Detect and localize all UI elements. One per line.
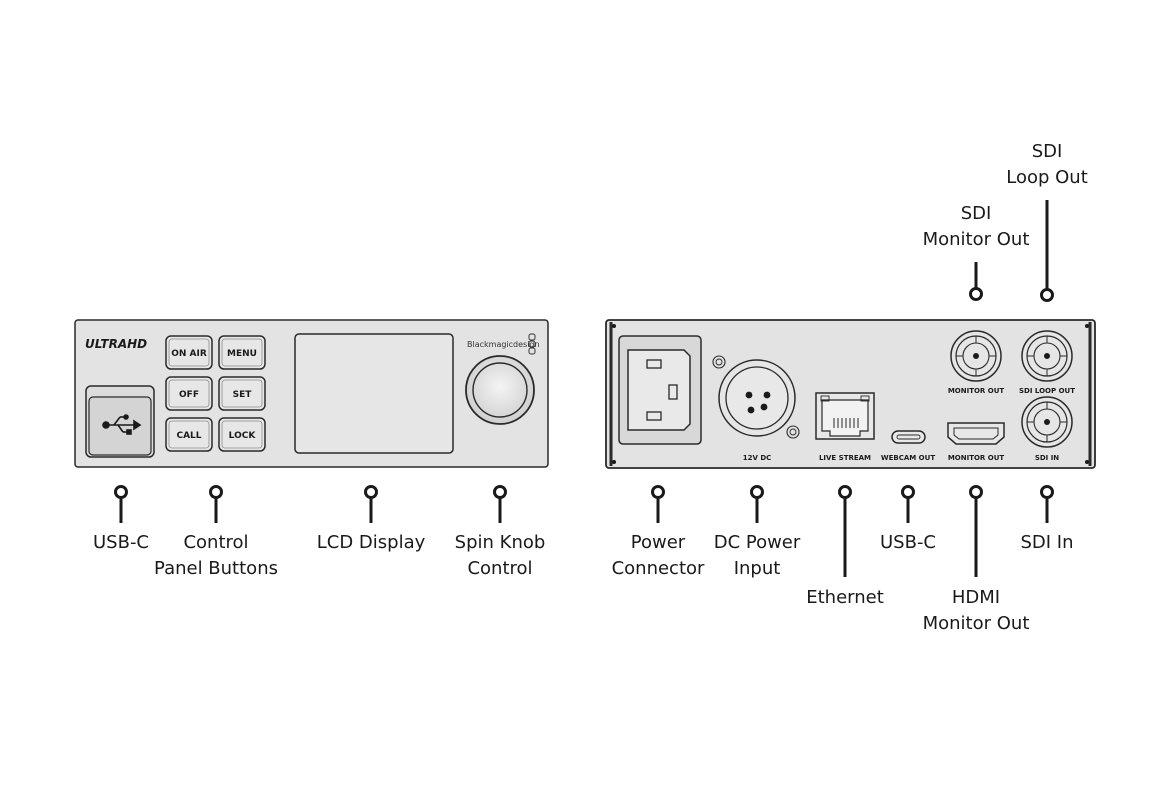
off-label: OFF xyxy=(179,390,199,400)
sdi-in-port[interactable]: SDI IN xyxy=(1021,396,1073,462)
leader-sdi-in xyxy=(1040,485,1054,523)
callout-spin-knob: Spin Knob Control xyxy=(454,532,546,579)
hdmi-monitor-out-port[interactable]: MONITOR OUT xyxy=(947,422,1005,462)
sdi-in-label: SDI IN xyxy=(1035,454,1059,462)
callout-dc-power-input: DC Power Input xyxy=(713,532,801,579)
leader-lcd-display xyxy=(364,485,378,523)
callout-hdmi-monitor-out: HDMI Monitor Out xyxy=(922,587,1030,634)
callout-usb-c-rear: USB-C xyxy=(879,532,937,553)
control-panel-buttons: ON AIR MENU OFF SET CALL xyxy=(165,335,266,452)
callout-usb-c-front: USB-C xyxy=(92,532,150,553)
leader-dc-power-input xyxy=(750,485,764,523)
rear-usb-c-port[interactable]: WEBCAM OUT xyxy=(881,430,935,462)
callout-control-panel-buttons: Control Panel Buttons xyxy=(154,532,278,579)
sdi-loop-out-port[interactable]: SDI LOOP OUT xyxy=(1019,330,1075,395)
power-connector[interactable] xyxy=(618,335,702,445)
lock-label: LOCK xyxy=(229,431,257,441)
lcd-display xyxy=(294,333,454,454)
leader-sdi-monitor-out xyxy=(969,262,983,301)
leader-spin-knob xyxy=(493,485,507,523)
brand-mark-icon xyxy=(528,333,536,355)
callout-lcd-display: LCD Display xyxy=(316,532,426,553)
off-button[interactable]: OFF xyxy=(165,376,213,411)
spin-knob[interactable] xyxy=(465,355,535,425)
call-button[interactable]: CALL xyxy=(165,417,213,452)
set-label: SET xyxy=(233,390,253,400)
callout-sdi-loop-out: SDI Loop Out xyxy=(1006,141,1088,188)
callout-sdi-monitor-out: SDI Monitor Out xyxy=(922,203,1030,250)
on-air-label: ON AIR xyxy=(171,349,207,359)
webcam-out-label: WEBCAM OUT xyxy=(881,454,935,462)
ultrahd-logo: ULTRAHD xyxy=(85,337,147,351)
set-button[interactable]: SET xyxy=(218,376,266,411)
callout-sdi-in: SDI In xyxy=(1020,532,1074,553)
menu-label: MENU xyxy=(227,349,257,359)
leader-power-connector xyxy=(651,485,665,523)
leader-sdi-loop-out xyxy=(1040,200,1054,302)
dc-power-input[interactable]: 12V DC xyxy=(712,355,800,462)
call-label: CALL xyxy=(176,431,201,441)
leader-hdmi-monitor-out xyxy=(969,485,983,577)
callout-power-connector: Power Connector xyxy=(611,532,705,579)
live-stream-label: LIVE STREAM xyxy=(819,454,871,462)
lock-button[interactable]: LOCK xyxy=(218,417,266,452)
leader-control-panel-buttons xyxy=(209,485,223,523)
usb-icon xyxy=(102,414,142,435)
sdi-monitor-out-port[interactable]: MONITOR OUT xyxy=(948,330,1005,395)
leader-usb-c-front xyxy=(114,485,128,523)
ethernet-port[interactable]: LIVE STREAM xyxy=(815,392,875,462)
callout-ethernet: Ethernet xyxy=(806,587,884,608)
front-usb-c-port[interactable] xyxy=(85,385,155,458)
rear-panel: 12V DC LIVE STREAM WEBCAM OUT xyxy=(605,319,1096,469)
leader-usb-c-rear xyxy=(901,485,915,523)
menu-button[interactable]: MENU xyxy=(218,335,266,370)
blackmagic-brand: Blackmagicdesign xyxy=(467,340,540,349)
sdi-monitor-out-label: MONITOR OUT xyxy=(948,387,1005,395)
on-air-button[interactable]: ON AIR xyxy=(165,335,213,370)
front-panel: ULTRAHD ON AIR xyxy=(74,319,549,468)
hdmi-monitor-out-label: MONITOR OUT xyxy=(948,454,1005,462)
sdi-loop-out-label: SDI LOOP OUT xyxy=(1019,387,1075,395)
leader-ethernet xyxy=(838,485,852,577)
dc-port-label: 12V DC xyxy=(743,454,772,462)
callout-leaders xyxy=(114,200,1054,577)
